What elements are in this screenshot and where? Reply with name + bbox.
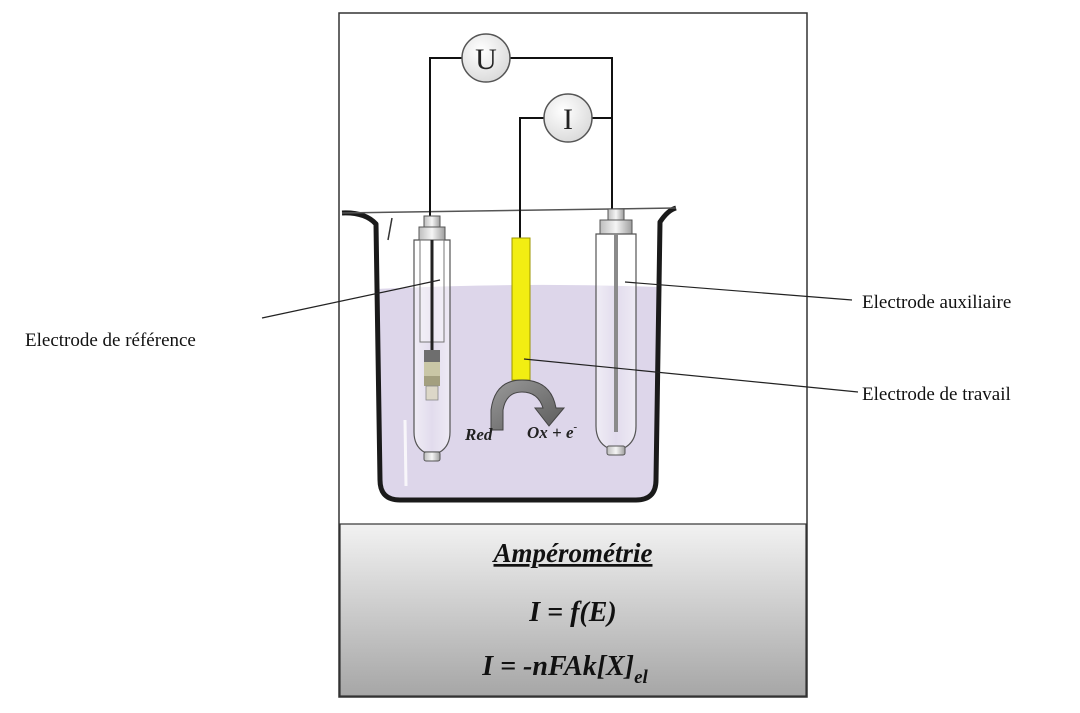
reaction-arrow (490, 379, 566, 431)
formula-panel (339, 523, 807, 697)
label-working-electrode: Electrode de travail (862, 384, 1011, 405)
product-text: Ox + e (527, 423, 574, 442)
beaker-glare (387, 217, 393, 241)
reactant-label: Red (464, 425, 493, 444)
formula-title: Ampérométrie (492, 538, 653, 568)
label-reference-electrode: Electrode de référence (25, 330, 196, 351)
product-label: Ox + e- (527, 421, 578, 442)
reference-electrode (413, 215, 451, 462)
formula-eq2-subscript: el (634, 667, 648, 688)
working-electrode (511, 237, 531, 381)
ammeter: I (543, 93, 593, 143)
formula-eq2-main: I = -nFAk[X] (481, 651, 634, 682)
voltmeter: U (461, 33, 511, 83)
beaker-glare-low (403, 419, 408, 487)
label-auxiliary-electrode: Electrode auxiliaire (862, 292, 1011, 313)
product-superscript: - (574, 421, 578, 433)
auxiliary-electrode (595, 208, 637, 456)
voltmeter-label: U (475, 43, 497, 76)
ammeter-label: I (563, 103, 573, 136)
formula-eq1: I = f(E) (528, 597, 617, 628)
formula-eq2: I = -nFAk[X]el (481, 651, 648, 688)
beaker (341, 205, 677, 503)
callout-lines (261, 279, 859, 393)
circuit-wires (429, 57, 613, 242)
